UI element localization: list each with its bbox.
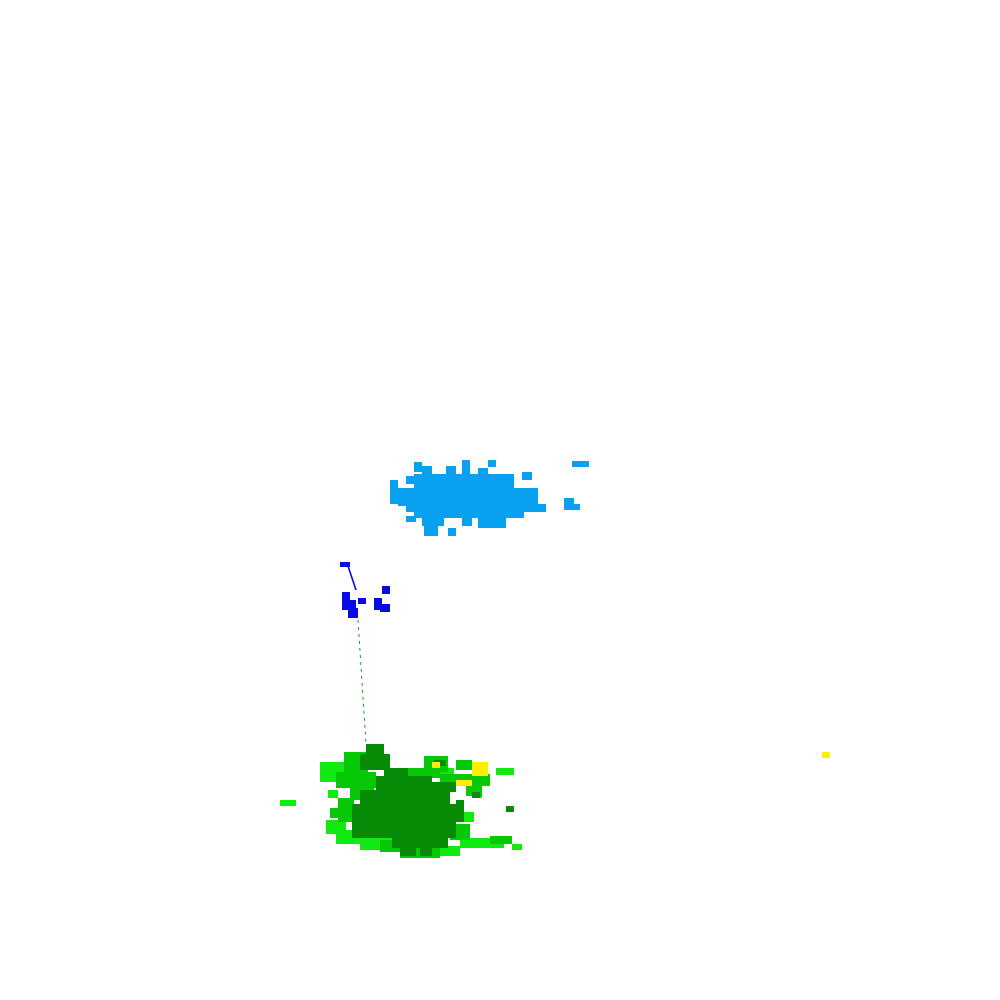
light-blue-echo-cluster	[390, 460, 589, 536]
dark-blue-echo-specks	[340, 562, 390, 618]
yellow-echo-speck	[822, 752, 830, 758]
dark-blue-trace-line	[347, 565, 357, 591]
dashed-connector-line	[357, 619, 367, 745]
green-echo-cluster	[280, 744, 522, 858]
